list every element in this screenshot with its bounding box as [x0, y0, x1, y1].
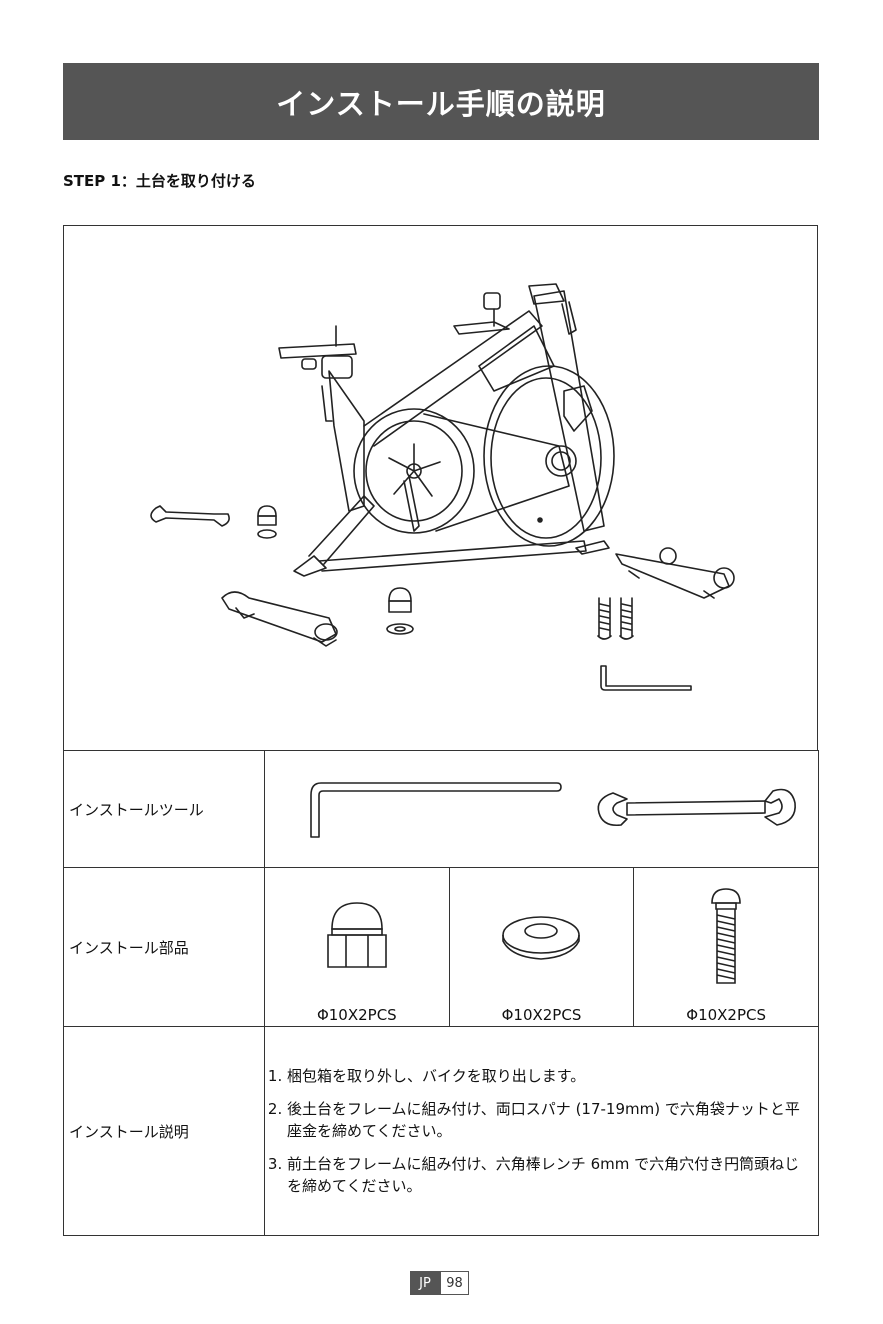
part-spec: Φ10X2PCS [450, 1006, 634, 1024]
handlebar-icon [279, 326, 356, 421]
acorn-nut-center-icon [387, 588, 413, 634]
chain-guard-icon [354, 409, 576, 533]
instruction-item: 後土台をフレームに組み付け、両口スパナ (17-19mm) で六角袋ナットと平座… [287, 1098, 812, 1142]
hex-key-icon [311, 783, 561, 837]
part-acorn-nut: Φ10X2PCS [265, 868, 450, 1027]
tools-row: インストールツール [64, 751, 819, 868]
instruction-item: 前土台をフレームに組み付け、六角棒レンチ 6mm で六角穴付き円筒頭ねじを締めて… [287, 1153, 812, 1197]
instruction-item: 梱包箱を取り外し、バイクを取り出します。 [287, 1065, 812, 1087]
flywheel-icon [484, 366, 614, 546]
open-end-wrench-icon [598, 790, 795, 826]
page-number: 98 [440, 1271, 469, 1295]
part-spec: Φ10X2PCS [634, 1006, 818, 1024]
instructions-label: インストール説明 [64, 1027, 265, 1236]
parts-row: インストール部品 Φ10X2PCS Φ10X2PCS [64, 868, 819, 1027]
exploded-bike-illustration [64, 226, 819, 751]
frame-feet-icon [294, 541, 609, 576]
acorn-nut-icon [322, 897, 392, 977]
saddle-icon [454, 293, 576, 334]
part-bolt: Φ10X2PCS [634, 868, 819, 1027]
page-title-banner: インストール手順の説明 [63, 63, 819, 140]
acorn-nut-small-icon [258, 506, 276, 538]
rear-stabilizer-icon [222, 592, 337, 646]
part-spec: Φ10X2PCS [265, 1006, 449, 1024]
tools-cell [265, 751, 819, 868]
parts-table: インストールツール インストール部品 Φ10X2P [63, 750, 819, 1236]
page-title: インストール手順の説明 [276, 81, 605, 123]
bike-assembly-figure [63, 225, 818, 750]
page-footer: JP 98 [410, 1271, 469, 1295]
language-badge: JP [410, 1271, 440, 1295]
front-stabilizer-icon [616, 548, 734, 598]
instructions-row: インストール説明 梱包箱を取り外し、バイクを取り出します。 後土台をフレームに組… [64, 1027, 819, 1236]
bolts-icon [598, 598, 633, 639]
instruction-list: 梱包箱を取り外し、バイクを取り出します。 後土台をフレームに組み付け、両口スパナ… [265, 1065, 818, 1197]
tools-illustration [265, 751, 823, 863]
washer-icon [496, 907, 586, 967]
step-title: STEP 1：土台を取り付ける [63, 170, 256, 191]
tools-label: インストールツール [64, 751, 265, 868]
parts-label: インストール部品 [64, 868, 265, 1027]
hex-key-small-icon [601, 666, 691, 690]
instructions-cell: 梱包箱を取り外し、バイクを取り出します。 後土台をフレームに組み付け、両口スパナ… [265, 1027, 819, 1236]
bolt-icon [706, 887, 746, 991]
part-washer: Φ10X2PCS [449, 868, 634, 1027]
wrench-small-icon [151, 506, 229, 526]
